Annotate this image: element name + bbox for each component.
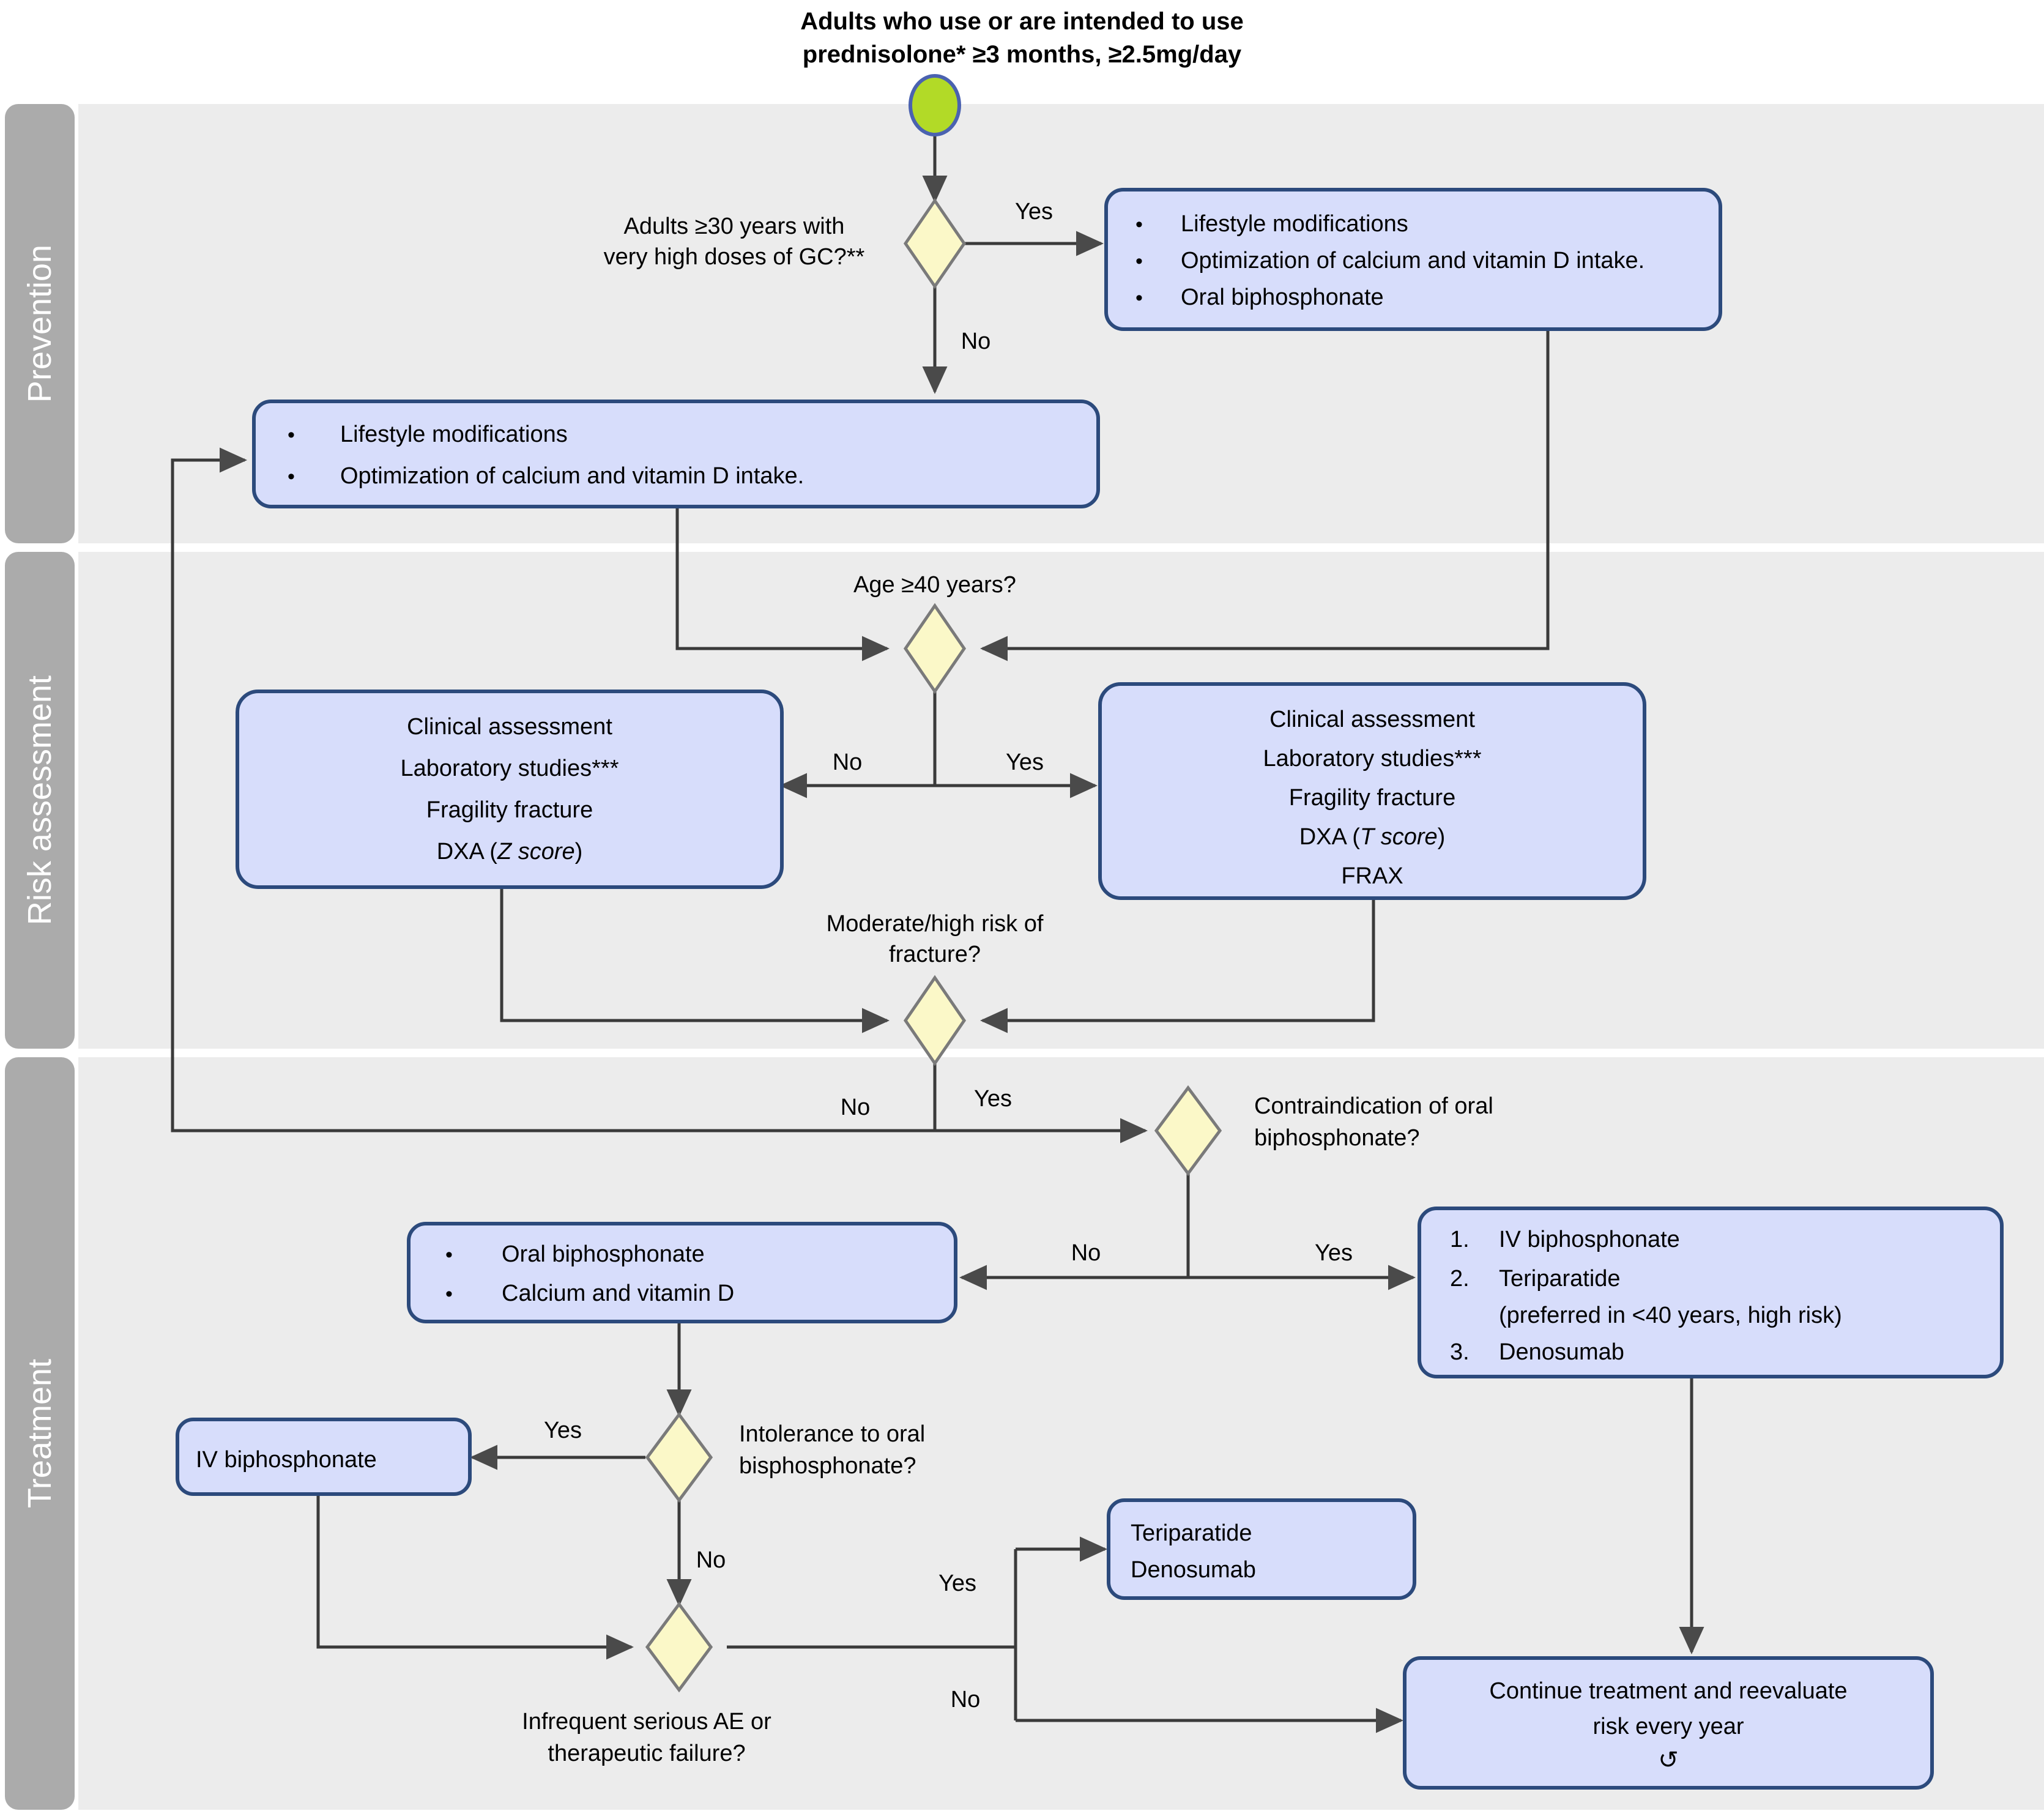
assessment-t-line-4: DXA (T score) <box>1299 824 1446 850</box>
teri-deno-line-2: Denosumab <box>1131 1557 1256 1583</box>
edge-label-intol-no: No <box>696 1547 726 1573</box>
iv-options-item-1: IV biphosphonate <box>1499 1227 1680 1252</box>
bullet-icon: • <box>1135 286 1143 310</box>
continue-line-2: risk every year <box>1592 1714 1744 1739</box>
iv-options-number-1: 1. <box>1450 1227 1470 1252</box>
assessment-z-line-1: Clinical assessment <box>407 714 612 740</box>
bullet-icon: • <box>445 1243 453 1266</box>
band-label-risk-assessment: Risk assessment <box>21 675 58 925</box>
band-risk-label-bg <box>5 552 75 1049</box>
page-title: Adults who use or are intended to use pr… <box>0 5 2044 71</box>
bullet-icon: • <box>1135 250 1143 273</box>
iv-options-item-4: Denosumab <box>1499 1339 1624 1365</box>
process-iv-biphosphonate[interactable]: IV biphosphonate <box>176 1418 472 1496</box>
decision-fracture-risk[interactable]: Moderate/high risk of fracture? <box>827 911 1044 1066</box>
assessment-t-line-1: Clinical assessment <box>1269 707 1475 732</box>
edge-label-ae-no: No <box>951 1687 981 1712</box>
band-prevention-label-bg <box>5 104 75 543</box>
edge-label-intol-yes: Yes <box>544 1418 582 1443</box>
decision-ae-line1: Infrequent serious AE or <box>522 1709 771 1735</box>
assessment-z-line-3: Fragility fracture <box>426 797 593 823</box>
recycle-loop-icon: ↺ <box>1658 1746 1679 1774</box>
edge-label-gc-no: No <box>961 329 991 354</box>
band-label-treatment: Treatment <box>21 1359 58 1508</box>
iv-options-number-2: 2. <box>1450 1266 1470 1292</box>
edge-risk-no-loop <box>171 447 935 1132</box>
decision-very-high-gc-line2: very high doses of GC?** <box>604 244 865 270</box>
process-prevention-high-item-3: Oral biphosphonate <box>1181 284 1384 310</box>
title-line-2: prednisolone* ≥3 months, ≥2.5mg/day <box>802 41 1242 68</box>
band-treatment-label-bg <box>5 1057 75 1810</box>
band-label-prevention: Prevention <box>21 245 58 403</box>
assessment-z-line-4: DXA (Z score) <box>437 839 583 865</box>
edge-std-to-age40 <box>675 507 890 661</box>
decision-contraindication[interactable]: Contraindication of oral biphosphonate? <box>1154 1085 1493 1177</box>
title-line-1: Adults who use or are intended to use <box>800 8 1244 35</box>
edge-label-gc-yes: Yes <box>1015 199 1053 225</box>
iv-options-item-2: Teriparatide <box>1499 1266 1621 1292</box>
iv-options-number-3: 3. <box>1450 1339 1470 1365</box>
process-assessment-t-score[interactable]: Clinical assessment Laboratory studies**… <box>1098 682 1646 900</box>
process-prevention-high-dose[interactable]: • Lifestyle modifications • Optimization… <box>1104 188 1722 331</box>
decision-adverse-event[interactable]: Infrequent serious AE or therapeutic fai… <box>522 1601 771 1766</box>
process-teriparatide-denosumab[interactable]: Teriparatide Denosumab <box>1107 1498 1416 1600</box>
edge-label-risk-yes: Yes <box>974 1086 1012 1112</box>
decision-very-high-gc-line1: Adults ≥30 years with <box>624 214 845 239</box>
edge-zbox-to-risk <box>500 887 890 1033</box>
decision-age-40[interactable]: Age ≥40 years? <box>853 572 1016 694</box>
process-prevention-standard-item-1: Lifestyle modifications <box>340 422 568 447</box>
process-continue-treatment[interactable]: Continue treatment and reevaluate risk e… <box>1403 1656 1934 1790</box>
teri-deno-line-1: Teriparatide <box>1131 1520 1252 1546</box>
decision-ae-line2: therapeutic failure? <box>548 1741 745 1766</box>
process-iv-options[interactable]: 1. IV biphosphonate 2. Teriparatide (pre… <box>1418 1207 2004 1378</box>
edge-high-to-age40 <box>979 329 1550 661</box>
decision-very-high-gc[interactable]: Adults ≥30 years with very high doses of… <box>604 198 967 289</box>
bullet-icon: • <box>445 1282 453 1306</box>
bullet-icon: • <box>288 423 295 447</box>
edge-label-age40-no: No <box>833 749 863 775</box>
oral-bp-item-2: Calcium and vitamin D <box>502 1281 734 1306</box>
edge-label-contra-yes: Yes <box>1315 1240 1353 1266</box>
process-prevention-high-item-1: Lifestyle modifications <box>1181 211 1408 237</box>
edge-label-age40-yes: Yes <box>1006 749 1044 775</box>
iv-bp-label: IV biphosphonate <box>196 1447 377 1473</box>
edge-ivbp-to-ae <box>316 1481 634 1660</box>
bullet-icon: • <box>1135 213 1143 236</box>
decision-contraindication-line1: Contraindication of oral <box>1254 1093 1493 1119</box>
decision-contraindication-line2: biphosphonate? <box>1254 1125 1419 1151</box>
decision-fracture-risk-line1: Moderate/high risk of <box>827 911 1044 937</box>
assessment-t-line-2: Laboratory studies*** <box>1263 746 1482 772</box>
assessment-z-line-2: Laboratory studies*** <box>401 756 619 781</box>
band-risk-assessment: Risk assessment <box>5 552 2044 1049</box>
process-oral-biphosphonate[interactable]: • Oral biphosphonate • Calcium and vitam… <box>407 1222 957 1323</box>
edge-tbox-to-risk <box>979 898 1375 1033</box>
edge-label-risk-no: No <box>841 1095 871 1120</box>
edge-label-ae-yes: Yes <box>938 1571 976 1596</box>
decision-intolerance-line1: Intolerance to oral <box>739 1421 925 1447</box>
decision-age-40-label: Age ≥40 years? <box>853 572 1016 598</box>
iv-options-item-3: (preferred in <40 years, high risk) <box>1499 1303 1842 1328</box>
process-prevention-high-item-2: Optimization of calcium and vitamin D in… <box>1181 248 1644 273</box>
decision-intolerance[interactable]: Intolerance to oral bisphosphonate? <box>645 1411 925 1503</box>
assessment-t-line-5: FRAX <box>1341 863 1403 889</box>
edge-label-contra-no: No <box>1071 1240 1101 1266</box>
oral-bp-item-1: Oral biphosphonate <box>502 1241 705 1267</box>
decision-intolerance-line2: bisphosphonate? <box>739 1453 916 1479</box>
process-assessment-z-score[interactable]: Clinical assessment Laboratory studies**… <box>236 690 784 889</box>
continue-line-1: Continue treatment and reevaluate <box>1489 1678 1847 1704</box>
bullet-icon: • <box>288 465 295 488</box>
start-node[interactable] <box>909 74 961 136</box>
process-prevention-standard[interactable]: • Lifestyle modifications • Optimization… <box>252 400 1100 508</box>
decision-fracture-risk-line2: fracture? <box>889 942 981 967</box>
process-prevention-standard-item-2: Optimization of calcium and vitamin D in… <box>340 463 804 489</box>
assessment-t-line-3: Fragility fracture <box>1289 785 1455 811</box>
